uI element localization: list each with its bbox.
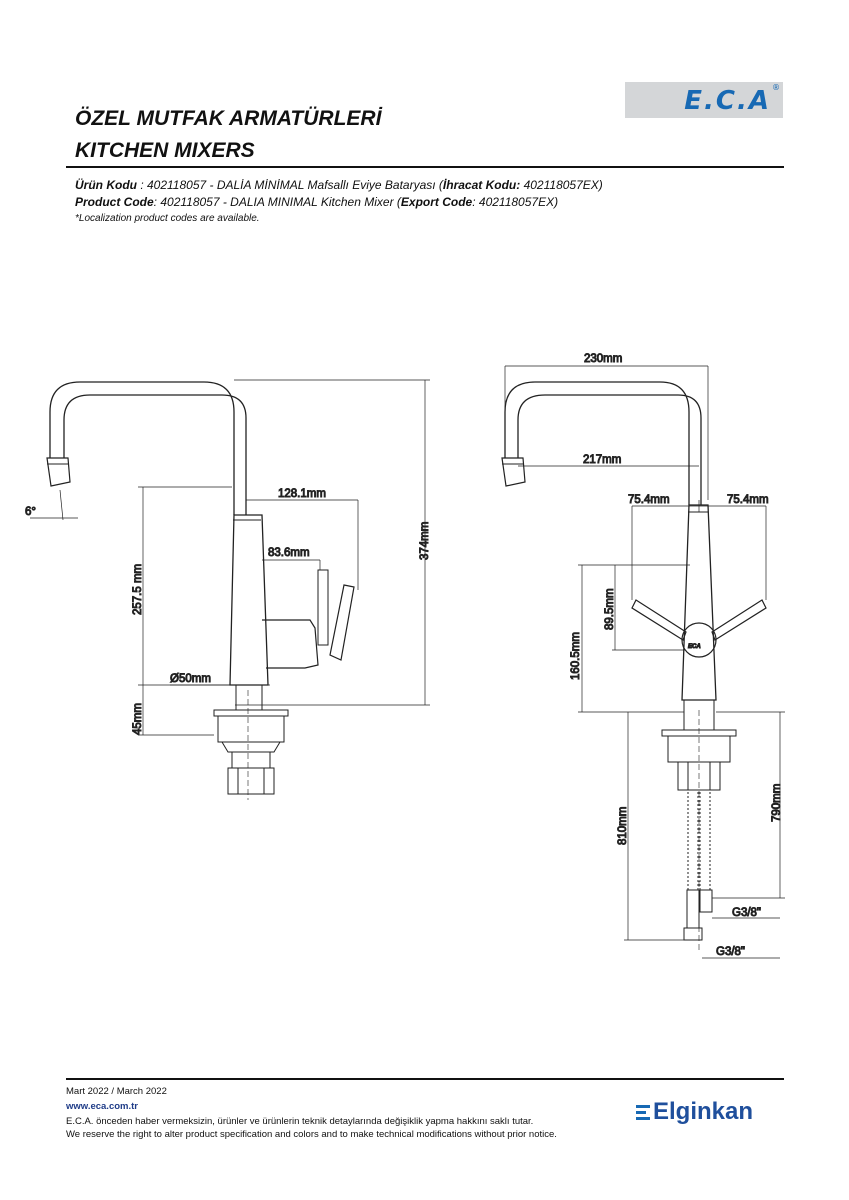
eca-logo-text: E.C.A <box>684 86 771 116</box>
product-code-en-label: Product Code <box>75 195 154 209</box>
technical-drawing: 6° 128.1mm 83.6mm 257.5 mm 374mm Ø50mm 4… <box>25 353 785 959</box>
footer-divider <box>66 1078 784 1080</box>
product-code-en-value: : 402118057 - DALIA MINIMAL Kitchen Mixe… <box>153 195 401 209</box>
footer-website-link[interactable]: www.eca.com.tr <box>66 1101 138 1112</box>
localization-note: *Localization product codes are availabl… <box>75 213 260 224</box>
front-view <box>501 365 785 959</box>
dim-45: 45mm <box>132 703 144 735</box>
elginkan-logo-text: Elginkan <box>653 1098 754 1125</box>
title-english: KITCHEN MIXERS <box>75 139 255 162</box>
dim-83: 83.6mm <box>268 547 310 559</box>
export-code-en-label: Export Code <box>400 195 473 209</box>
dim-230: 230mm <box>584 353 622 365</box>
dim-790: 790mm <box>771 784 783 822</box>
footer-date: Mart 2022 / March 2022 <box>66 1086 167 1097</box>
dim-810: 810mm <box>617 807 629 845</box>
dim-g38-top: G3/8" <box>732 907 761 919</box>
dim-128: 128.1mm <box>278 488 326 500</box>
dim-75-right: 75.4mm <box>727 494 769 506</box>
dim-angle: 6° <box>25 506 36 518</box>
product-code-tr: Ürün Kodu : 402118057 - DALİA MİNİMAL Ma… <box>75 178 603 192</box>
export-code-en-value: : 402118057EX) <box>472 195 559 209</box>
footer-disclaimer-tr: E.C.A. önceden haber vermeksizin, ürünle… <box>66 1116 534 1127</box>
header-divider <box>66 166 784 168</box>
elginkan-logo-icon <box>636 1105 650 1123</box>
dim-160: 160.5mm <box>570 632 582 680</box>
export-code-tr-label: İhracat Kodu: <box>442 178 521 192</box>
dim-217: 217mm <box>583 454 621 466</box>
dim-89: 89.5mm <box>604 588 616 630</box>
side-view <box>30 379 430 800</box>
eca-logo: E.C.A ® <box>625 82 783 118</box>
dim-257: 257.5 mm <box>132 564 144 615</box>
dim-374: 374mm <box>419 522 431 560</box>
dim-75-left: 75.4mm <box>628 494 670 506</box>
registered-mark: ® <box>772 83 780 92</box>
dim-50: Ø50mm <box>170 673 211 685</box>
product-code-en: Product Code: 402118057 - DALIA MINIMAL … <box>75 195 558 209</box>
product-code-tr-label: Ürün Kodu <box>75 178 137 192</box>
product-code-tr-value: : 402118057 - DALİA MİNİMAL Mafsallı Evi… <box>137 178 443 192</box>
eca-badge: ECA <box>688 644 701 650</box>
export-code-tr-value: 402118057EX) <box>520 178 603 192</box>
dim-g38-bottom: G3/8" <box>716 946 745 958</box>
footer-disclaimer-en: We reserve the right to alter product sp… <box>66 1129 557 1140</box>
title-turkish: ÖZEL MUTFAK ARMATÜRLERİ <box>75 107 382 130</box>
